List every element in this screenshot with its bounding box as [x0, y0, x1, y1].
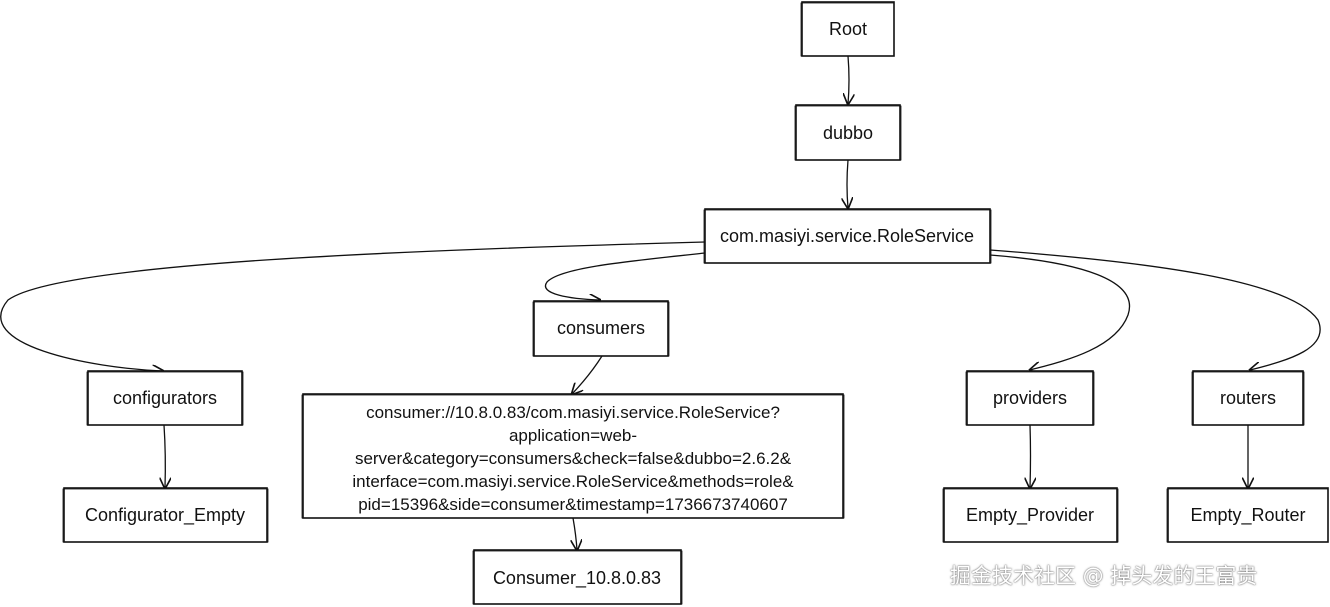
node-empty-router-label: Empty_Router	[1190, 505, 1305, 526]
node-consumers: consumers	[532, 300, 670, 357]
node-service: com.masiyi.service.RoleService	[703, 208, 992, 264]
edge-service-configurators	[0, 241, 706, 371]
node-dubbo-label: dubbo	[823, 123, 873, 143]
node-empty-router: Empty_Router	[1166, 487, 1329, 543]
edge-service-providers	[989, 254, 1131, 370]
consumer-url-line-5: pid=15396&side=consumer&timestamp=173667…	[358, 495, 788, 514]
node-providers-label: providers	[993, 388, 1067, 408]
node-empty-provider: Empty_Provider	[942, 487, 1119, 543]
node-consumer-ip-label: Consumer_10.8.0.83	[493, 568, 661, 589]
consumer-url-line-2: application=web-	[509, 426, 637, 445]
node-configurators: configurators	[86, 370, 244, 426]
edge-service-consumers	[544, 252, 706, 300]
edge-url-consumerip	[573, 517, 577, 550]
node-providers: providers	[965, 370, 1095, 426]
node-service-label: com.masiyi.service.RoleService	[720, 226, 974, 246]
watermark-text: 掘金技术社区 @ 掉头发的王富贵	[950, 564, 1258, 588]
node-consumer-url: consumer://10.8.0.83/com.masiyi.service.…	[301, 393, 845, 519]
node-configurator-empty: Configurator_Empty	[62, 487, 269, 543]
edge-providers-empty	[1030, 424, 1031, 488]
edge-configurators-empty	[164, 424, 165, 488]
node-configurator-empty-label: Configurator_Empty	[85, 505, 245, 526]
consumer-url-line-1: consumer://10.8.0.83/com.masiyi.service.…	[366, 403, 780, 422]
node-configurators-label: configurators	[113, 388, 217, 408]
node-root-label: Root	[829, 19, 867, 39]
edge-consumers-url	[572, 355, 603, 394]
node-root: Root	[800, 1, 895, 57]
node-consumers-label: consumers	[557, 318, 645, 338]
node-routers: routers	[1191, 370, 1305, 426]
edge-dubbo-service	[847, 159, 848, 208]
edge-service-routers	[989, 249, 1321, 370]
node-consumer-ip: Consumer_10.8.0.83	[472, 549, 683, 605]
edge-root-dubbo	[848, 55, 849, 104]
consumer-url-line-3: server&category=consumers&check=false&du…	[355, 449, 792, 468]
node-empty-provider-label: Empty_Provider	[966, 505, 1094, 526]
consumer-url-line-4: interface=com.masiyi.service.RoleService…	[352, 472, 794, 491]
node-routers-label: routers	[1220, 388, 1276, 408]
node-dubbo: dubbo	[794, 104, 902, 161]
